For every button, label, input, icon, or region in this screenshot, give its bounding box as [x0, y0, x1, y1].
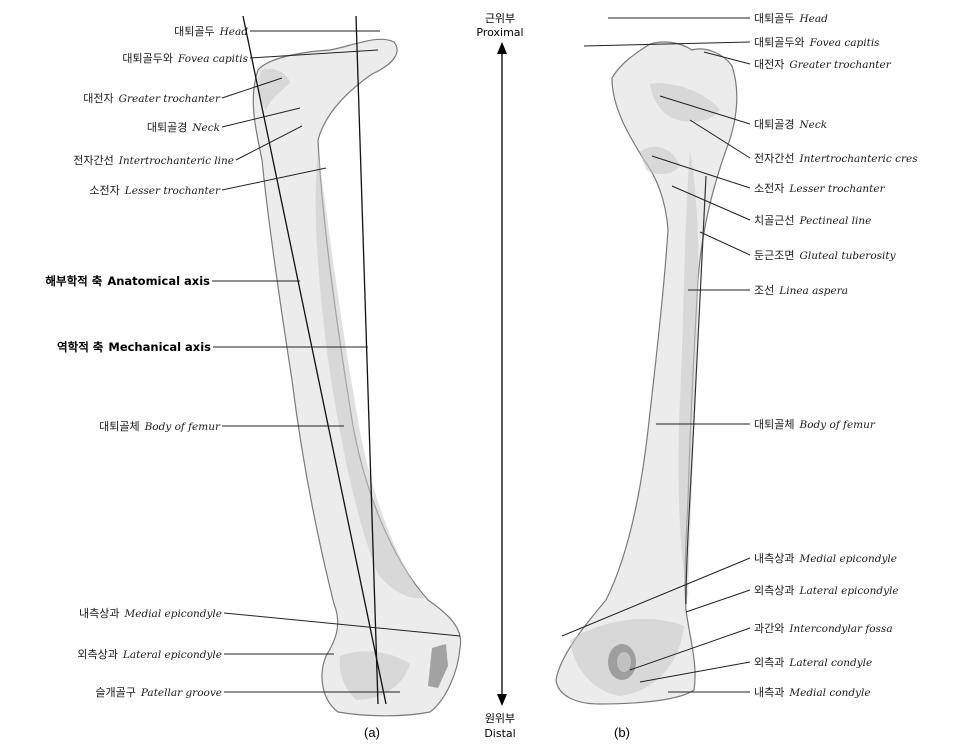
caption-b: (b) [614, 725, 630, 740]
arrow-down-icon [497, 694, 507, 706]
distal-en-label: Distal [484, 727, 515, 740]
proximal-distal-axis: 근위부 Proximal 원위부 Distal [476, 12, 523, 740]
femur-posterior-bone [556, 42, 737, 704]
proximal-en-label: Proximal [476, 26, 523, 39]
distal-ko-label: 원위부 [485, 712, 515, 725]
femur-anterior-bone [253, 39, 460, 715]
proximal-ko-label: 근위부 [485, 12, 515, 25]
caption-a: (a) [364, 725, 380, 740]
arrow-up-icon [497, 42, 507, 54]
